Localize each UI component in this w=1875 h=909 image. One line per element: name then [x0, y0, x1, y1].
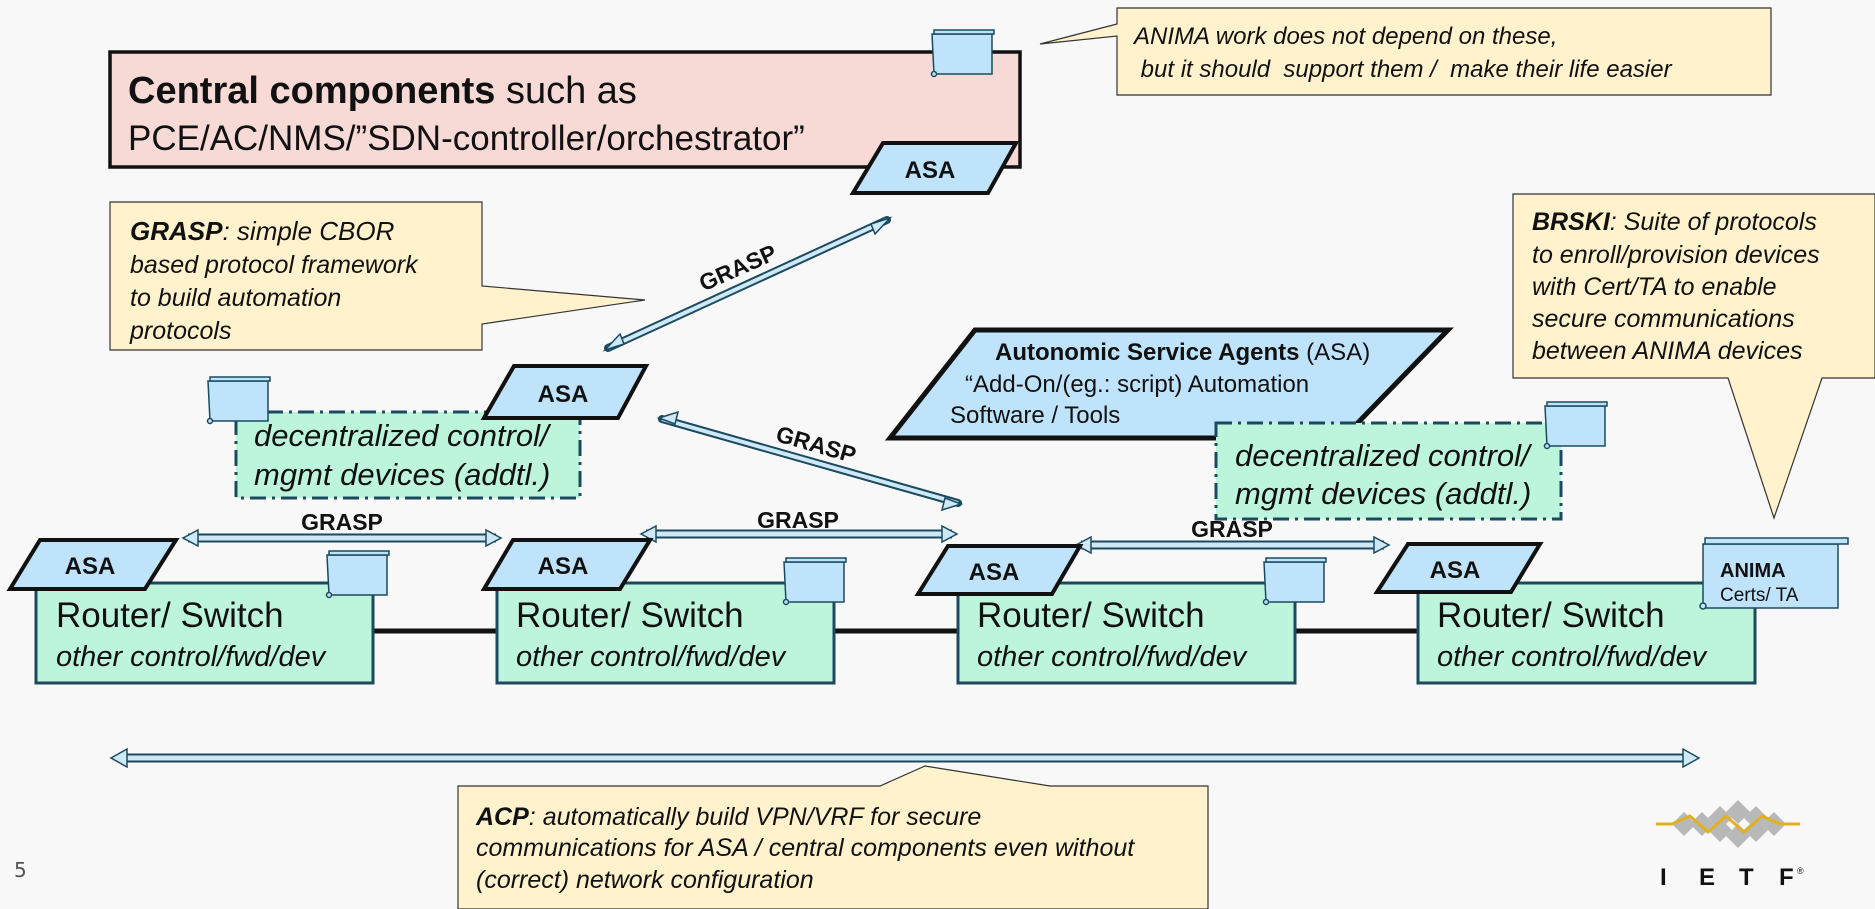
grasp-label: GRASP — [301, 509, 383, 535]
decentral-box-left: decentralized control/ mgmt devices (add… — [206, 376, 582, 500]
grasp-arrow-3: GRASP — [1074, 516, 1391, 555]
router-title: Router/ Switch — [977, 596, 1205, 635]
grasp-arrow-diagonal-top: GRASP — [602, 216, 893, 352]
ietf-registered-mark: ® — [1797, 866, 1804, 876]
grasp-callout-term: GRASP — [130, 216, 223, 246]
decentral-left-line1: decentralized control/ — [254, 418, 552, 453]
router-title: Router/ Switch — [56, 596, 284, 635]
asa-central: ASA — [849, 141, 1020, 195]
asa-router-4: ASA — [1373, 542, 1544, 594]
anima-cert-title: ANIMA — [1720, 560, 1786, 582]
acp-callout-line3: (correct) network configuration — [476, 866, 814, 894]
brski-callout-term: BRSKI — [1532, 208, 1611, 236]
grasp-callout-line2: based protocol framework — [130, 251, 419, 279]
central-components-title: Central components such as — [128, 70, 637, 112]
central-title-rest: such as — [495, 70, 637, 112]
slide-number: 5 — [14, 858, 27, 882]
grasp-label: GRASP — [757, 507, 839, 533]
svg-text:ASA: ASA — [1430, 557, 1481, 584]
acp-callout-line1: : automatically build VPN/VRF for secure — [529, 803, 982, 831]
decentral-right-line1: decentralized control/ — [1235, 438, 1533, 473]
acp-callout-term: ACP — [475, 803, 529, 831]
acp-arrow — [109, 747, 1701, 769]
brski-callout-line5: between ANIMA devices — [1532, 337, 1803, 365]
ietf-letter: E — [1699, 864, 1715, 891]
central-components-box: Central components such as PCE/AC/NMS/”S… — [108, 29, 1022, 169]
ietf-logo-wave — [1656, 813, 1800, 835]
asa-banner: Autonomic Service Agents (ASA) “Add-On/(… — [884, 327, 1454, 441]
grasp-callout-line4: protocols — [129, 317, 231, 345]
scroll-icon — [782, 557, 847, 606]
asa-router-1: ASA — [6, 538, 180, 591]
scroll-icon — [325, 550, 390, 599]
brski-callout-line4: secure communications — [1532, 305, 1795, 333]
asa-banner-line3: Software / Tools — [950, 402, 1120, 429]
brski-callout: BRSKI: Suite of protocols to enroll/prov… — [1512, 193, 1875, 520]
router-subtitle: other control/fwd/dev — [977, 641, 1248, 673]
ietf-logo: I E T F ® — [1656, 800, 1804, 891]
acp-callout: ACP: automatically build VPN/VRF for sec… — [457, 765, 1209, 909]
router-1: Router/ Switch other control/fwd/dev — [34, 550, 390, 685]
central-components-subtitle: PCE/AC/NMS/”SDN-controller/orchestrator” — [128, 119, 805, 158]
router-subtitle: other control/fwd/dev — [56, 641, 327, 673]
asa-router-2: ASA — [480, 538, 654, 591]
brski-callout-line1: : Suite of protocols — [1610, 208, 1817, 236]
scroll-icon — [1262, 557, 1327, 606]
brski-callout-line3: with Cert/TA to enable — [1532, 273, 1777, 301]
acp-callout-line2: communications for ASA / central compone… — [476, 834, 1135, 862]
svg-text:ASA: ASA — [969, 559, 1020, 586]
asa-decentral-left: ASA — [480, 364, 650, 420]
router-2: Router/ Switch other control/fwd/dev — [495, 557, 847, 685]
ietf-letter: F — [1779, 864, 1794, 891]
svg-text:ASA: ASA — [905, 157, 956, 184]
ietf-letter: I — [1660, 864, 1667, 891]
asa-banner-line2: “Add-On/(eg.: script) Automation — [965, 371, 1309, 398]
svg-text:GRASP: simple CBOR: GRASP: simple CBOR — [130, 216, 394, 246]
grasp-label: GRASP — [1191, 516, 1273, 542]
svg-text:Autonomic Service Agents (ASA): Autonomic Service Agents (ASA) — [995, 339, 1370, 366]
scroll-icon — [930, 29, 995, 78]
central-title-bold: Central components — [128, 70, 495, 112]
router-subtitle: other control/fwd/dev — [1437, 641, 1708, 673]
svg-text:ASA: ASA — [538, 381, 589, 408]
decentral-box-right: decentralized control/ mgmt devices (add… — [1214, 401, 1608, 521]
decentral-right-line2: mgmt devices (addtl.) — [1235, 476, 1531, 511]
top-callout-line2: but it should support them / make their … — [1134, 56, 1673, 83]
grasp-callout-line3: to build automation — [130, 284, 341, 312]
anima-cert-subtitle: Certs/ TA — [1720, 585, 1799, 606]
router-4: Router/ Switch other control/fwd/dev — [1416, 581, 1757, 685]
asa-router-3: ASA — [914, 544, 1084, 596]
router-subtitle: other control/fwd/dev — [516, 641, 787, 673]
anima-cert-scroll: ANIMA Certs/ TA — [1699, 537, 1849, 610]
asa-banner-title-rest: (ASA) — [1300, 339, 1371, 366]
router-title: Router/ Switch — [1437, 596, 1665, 635]
brski-callout-line2: to enroll/provision devices — [1532, 241, 1820, 269]
scroll-icon — [1543, 401, 1608, 450]
router-title: Router/ Switch — [516, 596, 744, 635]
grasp-callout-line1: : simple CBOR — [222, 216, 394, 246]
svg-text:ASA: ASA — [65, 553, 116, 580]
grasp-arrow-1: GRASP — [181, 509, 503, 548]
router-3: Router/ Switch other control/fwd/dev — [956, 557, 1327, 685]
decentral-left-line2: mgmt devices (addtl.) — [254, 457, 550, 492]
grasp-callout: GRASP: simple CBOR based protocol framew… — [109, 201, 646, 351]
top-callout: ANIMA work does not depend on these, but… — [1039, 7, 1772, 96]
svg-text:ACP: automatically build VPN/V: ACP: automatically build VPN/VRF for sec… — [475, 803, 981, 831]
ietf-letter: T — [1739, 864, 1754, 891]
grasp-arrow-2: GRASP — [639, 507, 959, 544]
top-callout-line1: ANIMA work does not depend on these, — [1132, 23, 1557, 50]
asa-banner-title-bold: Autonomic Service Agents — [995, 339, 1300, 366]
svg-text:BRSKI: Suite of protocols: BRSKI: Suite of protocols — [1532, 208, 1817, 236]
svg-text:ASA: ASA — [538, 553, 589, 580]
scroll-icon — [206, 376, 271, 425]
ietf-logo-diamonds — [1672, 800, 1786, 848]
